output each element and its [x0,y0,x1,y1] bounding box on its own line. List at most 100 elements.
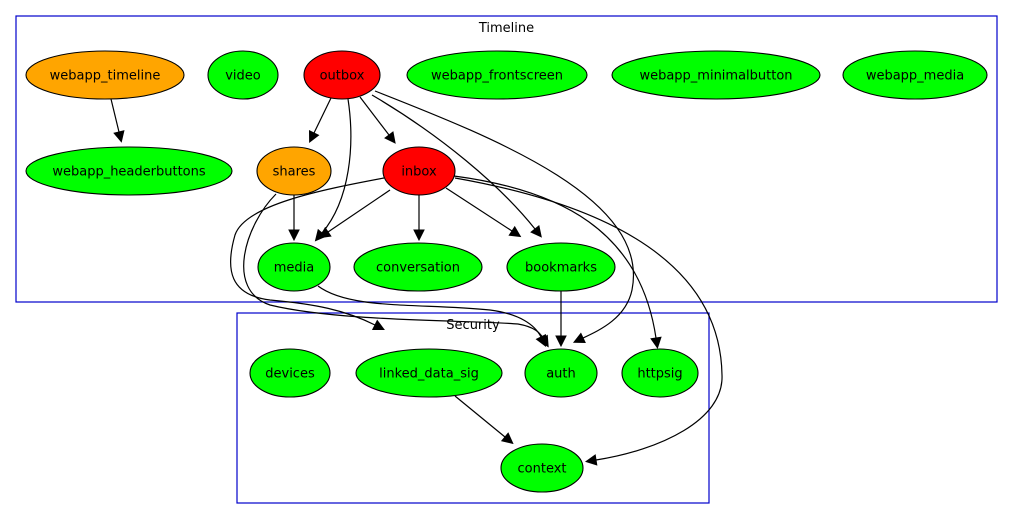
edge-arrowhead [371,319,385,330]
edge-arrowhead [308,130,320,144]
edge-arrowhead [288,229,300,242]
node-video[interactable]: video [207,50,279,100]
node-bookmarks[interactable]: bookmarks [506,242,616,292]
edge-line [110,98,120,133]
node-label: devices [265,367,315,382]
node-webapp_timeline[interactable]: webapp_timeline [25,50,185,100]
node-linked_data_sig[interactable]: linked_data_sig [355,348,503,398]
node-httpsig[interactable]: httpsig [621,348,699,398]
node-ellipse[interactable] [303,50,381,100]
node-context[interactable]: context [500,443,584,493]
edge-media-to-auth [317,285,546,347]
node-webapp_minimalbutton[interactable]: webapp_minimalbutton [611,50,821,100]
edge-bookmarks-to-auth [555,291,567,348]
node-ellipse[interactable] [524,348,598,398]
cluster-label: Security [446,318,500,333]
edge-inbox-to-media [318,189,391,239]
edge-inbox-to-httpsig [453,175,662,349]
node-ellipse[interactable] [353,242,483,292]
node-ellipse[interactable] [500,443,584,493]
edge-arrowhead [555,335,567,348]
node-label: shares [273,165,316,180]
edge-arrowhead [530,224,542,238]
cluster-box [236,312,710,504]
edge-arrowhead [500,432,514,445]
edge-inbox-to-context [454,177,723,466]
edge-line [321,98,352,234]
node-ellipse[interactable] [25,50,185,100]
node-webapp_headerbuttons[interactable]: webapp_headerbuttons [25,146,233,196]
node-media[interactable]: media [257,242,331,292]
node-label: linked_data_sig [379,367,479,382]
node-webapp_media[interactable]: webapp_media [842,50,988,100]
node-label: webapp_frontscreen [431,69,563,84]
node-auth[interactable]: auth [524,348,598,398]
node-label: webapp_timeline [50,69,161,84]
node-ellipse[interactable] [355,348,503,398]
edge-inbox-to-linked_data_sig [229,177,385,330]
edge-line [229,177,385,326]
edge-shares-to-media [288,195,300,242]
node-label: inbox [401,165,437,180]
edge-arrowhead [572,332,586,344]
edge-arrowhead [384,131,396,144]
node-label: auth [546,367,576,382]
edge-line [371,94,536,230]
edge-line [454,177,723,461]
edge-arrowhead [650,336,662,349]
node-label: webapp_media [866,69,964,84]
edge-line [374,90,635,339]
node-devices[interactable]: devices [249,348,331,398]
edge-arrowhead [535,333,546,347]
edge-arrowhead [413,229,425,242]
node-label: conversation [376,261,460,276]
edge-inbox-to-bookmarks [445,187,522,238]
edge-line [313,97,332,134]
edge-line [445,187,513,232]
cluster-timeline: Timeline [15,15,998,303]
node-ellipse[interactable] [406,50,588,100]
node-ellipse[interactable] [842,50,988,100]
node-label: video [225,69,261,84]
edge-line [359,96,390,136]
node-inbox[interactable]: inbox [382,146,456,196]
edge-arrowhead [318,226,332,239]
node-conversation[interactable]: conversation [353,242,483,292]
node-ellipse[interactable] [382,146,456,196]
edge-webapp_timeline-to-webapp_headerbuttons [110,98,125,143]
node-ellipse[interactable] [25,146,233,196]
cluster-label: Timeline [478,21,534,36]
node-label: httpsig [637,367,682,382]
edge-outbox-to-shares [308,97,332,144]
node-label: bookmarks [525,261,597,276]
node-ellipse[interactable] [621,348,699,398]
node-ellipse[interactable] [256,146,332,196]
node-shares[interactable]: shares [256,146,332,196]
node-label: outbox [320,69,365,84]
edge-outbox-to-inbox [359,96,396,144]
cluster-security: Security [236,312,710,504]
edge-arrowhead [508,225,522,238]
node-ellipse[interactable] [506,242,616,292]
node-ellipse[interactable] [207,50,279,100]
node-outbox[interactable]: outbox [303,50,381,100]
node-ellipse[interactable] [257,242,331,292]
edge-line [453,175,657,339]
edge-arrowhead [585,454,598,466]
cluster-box [15,15,998,303]
edge-outbox-to-bookmarks [371,94,542,238]
node-label: media [274,261,315,276]
edge-inbox-to-conversation [413,195,425,242]
edge-line [454,395,506,438]
node-label: webapp_headerbuttons [52,165,206,180]
edge-outbox-to-auth [374,90,635,344]
node-label: context [518,462,567,477]
edge-line [317,285,542,338]
node-ellipse[interactable] [249,348,331,398]
node-webapp_frontscreen[interactable]: webapp_frontscreen [406,50,588,100]
node-label: webapp_minimalbutton [639,69,792,84]
node-ellipse[interactable] [611,50,821,100]
edge-linked_data_sig-to-context [454,395,514,445]
edge-line [327,189,391,233]
